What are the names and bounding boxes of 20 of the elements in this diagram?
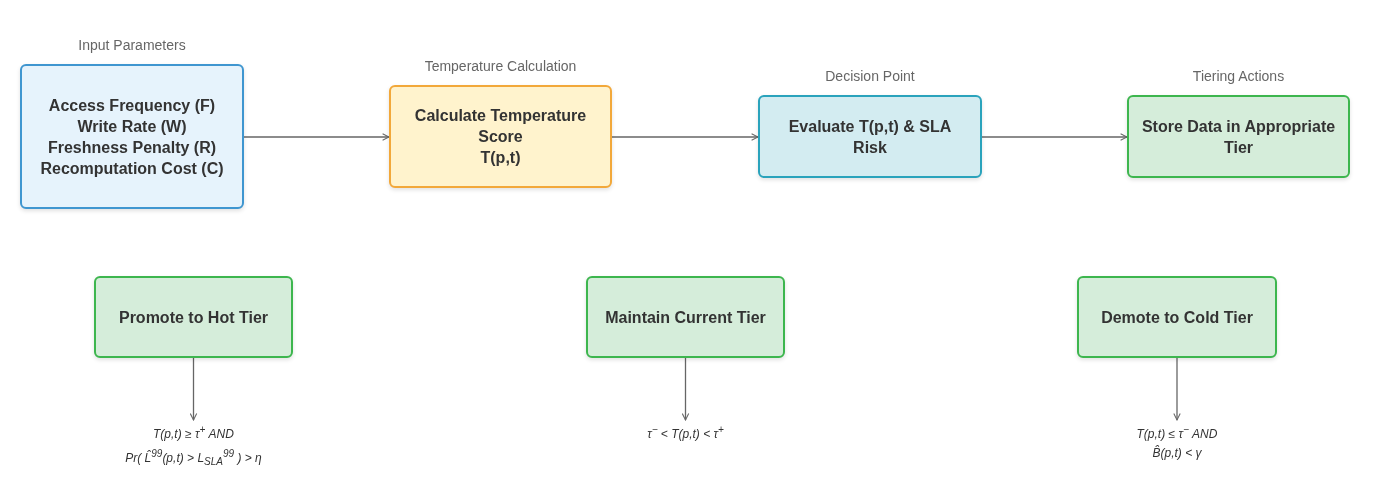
process-box: Demote to Cold Tier [1077, 276, 1277, 358]
condition-text: T(p,t) ≤ τ$^{−}$ AND B̂(p,t) < γ [1135, 423, 1219, 462]
process-box: Maintain Current Tier [586, 276, 785, 358]
arrow [681, 357, 690, 421]
condition-text: τ$^{−}$ < T(p,t) < τ$^{+}$ [646, 423, 725, 443]
arrow [1173, 357, 1181, 421]
process-box: Promote to Hot Tier [94, 276, 293, 358]
stage-heading: Decision Point [824, 68, 916, 84]
condition-text: T(p,t) ≥ τ$^{+}$ AND Pr( L̂$^{99}$(p,t) > L$_{SLA}$$^{99}$ ) > η [124, 423, 263, 470]
arrow [243, 133, 390, 141]
arrow [981, 133, 1128, 141]
stage-heading: Tiering Actions [1191, 68, 1286, 84]
stage-heading: Input Parameters [77, 37, 187, 53]
process-box: Evaluate T(p,t) & SLA Risk [758, 95, 982, 178]
arrow [611, 133, 759, 141]
process-box: Access Frequency (F) Write Rate (W) Freshness Penalty (R) Recomputation Cost (C) [20, 64, 244, 209]
process-box: Calculate Temperature Score T(p,t) [389, 85, 612, 188]
process-box: Store Data in Appropriate Tier [1127, 95, 1350, 178]
stage-heading: Temperature Calculation [423, 58, 578, 74]
arrow [189, 357, 198, 421]
